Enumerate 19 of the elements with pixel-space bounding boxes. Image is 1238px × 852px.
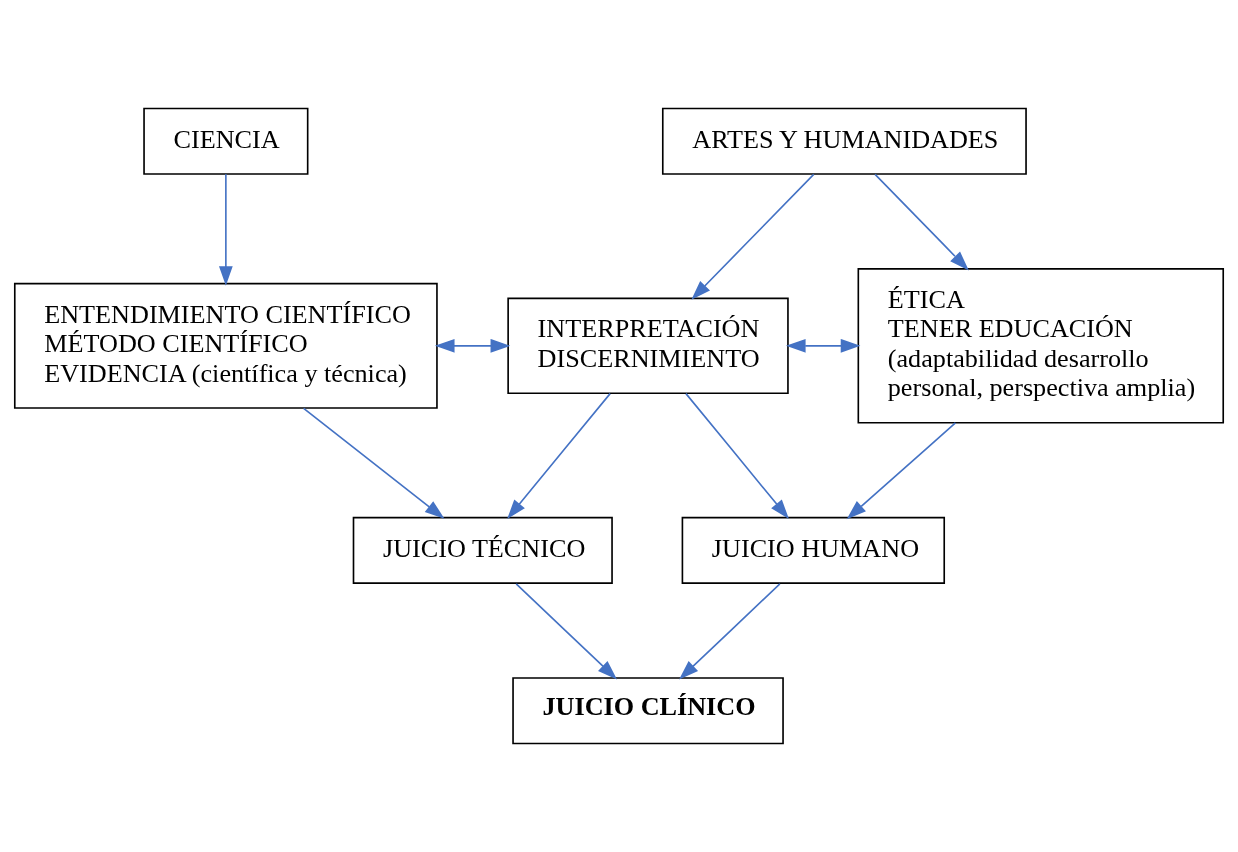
arrow: [685, 392, 789, 520]
node-box: INTERPRETACIÓN DISCERNIMIENTO: [507, 297, 789, 395]
node-box: ÉTICA TENER EDUCACIÓN (adaptabilidad desarrollo personal, perspectiva amplia): [857, 268, 1225, 424]
node-box: JUICIO CLÍNICO: [512, 677, 784, 745]
arrow: [515, 582, 617, 680]
arrow: [785, 338, 861, 353]
arrow: [219, 173, 233, 286]
arrow: [846, 422, 957, 520]
arrow: [679, 582, 781, 680]
node-box: JUICIO TÉCNICO: [352, 516, 613, 584]
arrow: [874, 173, 969, 271]
arrow: [434, 338, 511, 353]
node-box: ARTES Y HUMANIDADES: [661, 107, 1027, 175]
arrow: [302, 407, 445, 519]
node-box: ENTENDIMIENTO CIENTÍFICO MÉTODO CIENTÍFICO EVIDENCIA (científica y técnica): [13, 282, 438, 409]
node-box: CIENCIA: [143, 107, 309, 175]
node-box: JUICIO HUMANO: [681, 516, 946, 584]
arrow: [691, 173, 815, 300]
arrow: [507, 392, 611, 520]
